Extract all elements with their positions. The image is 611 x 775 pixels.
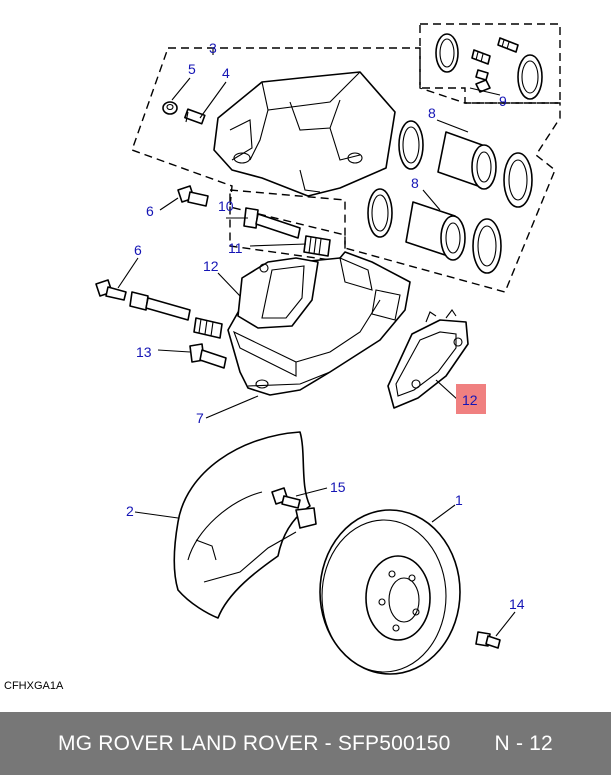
brake-disc (319, 509, 461, 675)
callout-15: 15 (330, 479, 346, 495)
splash-shield (173, 431, 317, 619)
callout-4: 4 (222, 65, 230, 81)
footer-brand-part-number: MG ROVER LAND ROVER - SFP500150 (58, 731, 451, 755)
callout-14: 14 (509, 596, 525, 612)
callout-12-carrier: 12 (203, 258, 219, 274)
brake-pad-inner (237, 257, 319, 329)
callout-1: 1 (455, 492, 463, 508)
guide-bush (303, 235, 331, 257)
guide-pin-bolt (243, 207, 301, 239)
callout-3: 3 (209, 40, 217, 56)
piston-upper (398, 120, 533, 208)
diagram-code: CFHXGA1A (4, 680, 64, 692)
callout-5: 5 (188, 61, 196, 77)
callout-7: 7 (196, 410, 204, 426)
callout-6-upper: 6 (146, 203, 154, 219)
footer-bar: MG ROVER LAND ROVER - SFP500150 N - 12 (0, 712, 611, 775)
callout-10: 10 (218, 198, 234, 214)
caliper-body (213, 71, 396, 197)
bolt-lower (95, 279, 127, 301)
callout-highlight (456, 384, 486, 414)
guide-pin-bolt-lower (129, 291, 191, 321)
seal-kit-group-outline (419, 23, 561, 104)
bolt-15 (271, 487, 301, 509)
callout-8-lower: 8 (411, 175, 419, 191)
leader-lines (117, 48, 516, 637)
bleed-screw (184, 108, 206, 125)
callout-2: 2 (126, 503, 134, 519)
seal-kit (435, 33, 543, 100)
callout-numbers: 3 5 4 9 8 8 6 10 11 6 12 13 12 7 15 1 2 … (126, 40, 525, 612)
callout-11: 11 (228, 240, 243, 256)
brake-assembly-diagram: 3 5 4 9 8 8 6 10 11 6 12 13 12 7 15 1 2 … (95, 23, 561, 675)
guide-bush-lower (193, 317, 223, 339)
bolt-13 (189, 343, 227, 369)
brake-pad-outer (387, 309, 469, 409)
screw-14 (475, 631, 501, 649)
dust-cap (162, 101, 178, 115)
bolt-upper (177, 185, 209, 207)
guide-pin-group-outline (229, 189, 346, 263)
callout-13: 13 (136, 344, 152, 360)
callout-6-lower: 6 (134, 242, 142, 258)
piston-lower (367, 188, 502, 274)
footer-page-ref: N - 12 (494, 731, 553, 755)
callout-8-upper: 8 (428, 105, 436, 121)
callout-9: 9 (499, 93, 507, 109)
callout-12-pad: 12 (462, 392, 478, 408)
